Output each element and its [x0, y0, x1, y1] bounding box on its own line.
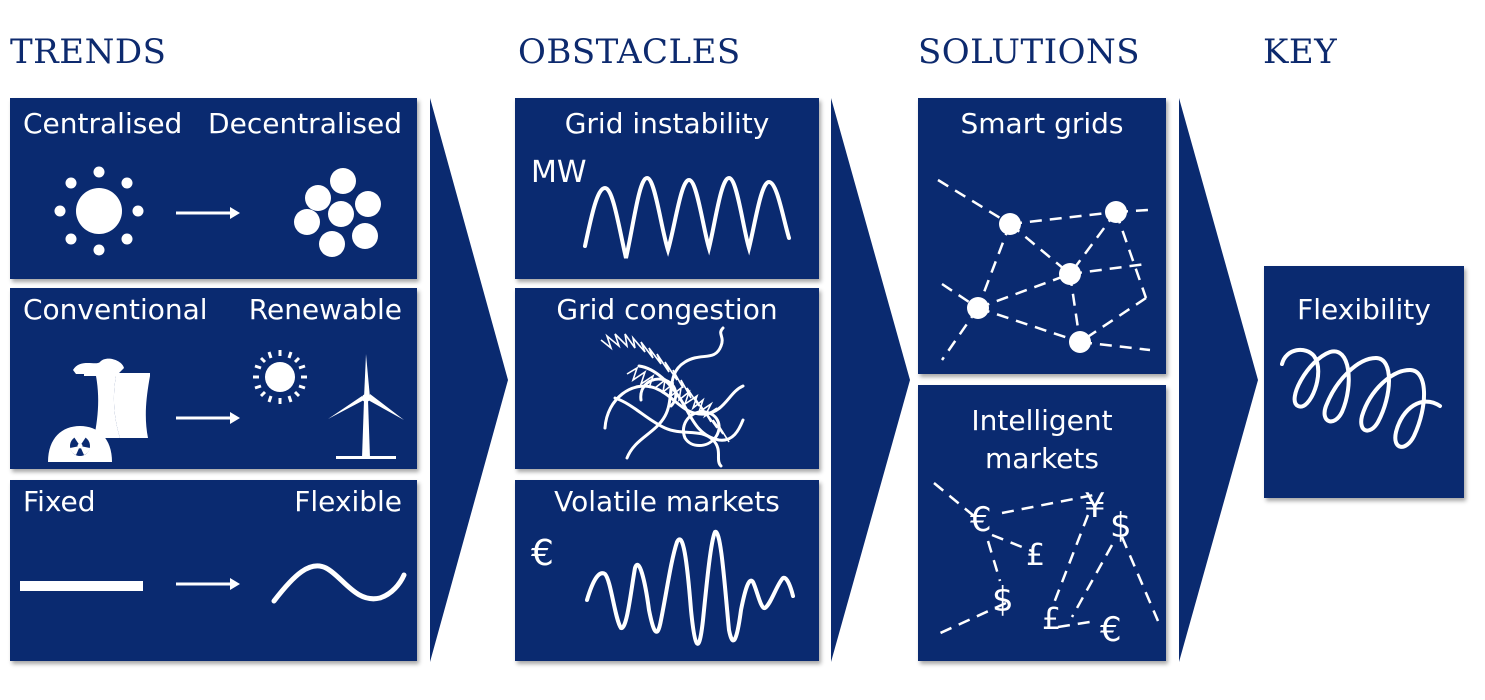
title-grid-congestion: Grid congestion — [556, 293, 778, 326]
centralised-decentralised-graphic — [54, 166, 381, 257]
label-euro: € — [531, 533, 554, 574]
heading-solutions: SOLUTIONS — [918, 32, 1141, 72]
currency-pound-2: £ — [1042, 602, 1062, 637]
trend-panel-centralised: Centralised Decentralised — [10, 98, 417, 279]
smart-grid-network-graphic — [937, 178, 1151, 361]
currency-yen: ¥ — [1084, 486, 1106, 526]
key-panel-flexibility: Flexibility — [1264, 266, 1464, 498]
label-centralised: Centralised — [23, 107, 183, 140]
chevron-arrow-3 — [1179, 98, 1258, 662]
title-grid-instability: Grid instability — [564, 107, 770, 140]
heading-key: KEY — [1263, 32, 1338, 72]
label-decentralised: Decentralised — [208, 107, 402, 140]
volatile-wave-graphic — [585, 529, 795, 646]
solution-panel-smart-grids: Smart grids — [918, 98, 1166, 374]
volatile-wave-icon — [585, 529, 795, 646]
tangled-lines-icon — [603, 326, 745, 468]
wind-turbine-icon — [328, 354, 404, 459]
title-intelligent-markets-line1: Intelligent — [971, 404, 1113, 437]
title-smart-grids: Smart grids — [960, 107, 1124, 140]
solution-panel-intelligent-markets: Intelligent markets € ¥ $ £ $ £ € — [918, 385, 1166, 661]
obstacle-panel-volatile-markets: Volatile markets € — [515, 480, 819, 661]
instability-wave-graphic — [583, 175, 791, 259]
currency-euro-2: € — [1100, 610, 1122, 650]
arrow-right-icon — [176, 412, 240, 424]
oscillation-wave-icon — [583, 175, 791, 259]
label-flexible: Flexible — [294, 485, 402, 518]
title-intelligent-markets-line2: markets — [985, 442, 1099, 475]
market-network-graphic — [933, 482, 1160, 637]
label-mw: MW — [531, 155, 587, 190]
radiation-icon — [70, 435, 90, 456]
arrow-right-icon — [176, 578, 240, 590]
flexible-wave-icon — [271, 563, 407, 604]
title-volatile-markets: Volatile markets — [554, 485, 780, 518]
label-fixed: Fixed — [23, 485, 96, 518]
sun-rays-icon — [253, 350, 307, 404]
congestion-graphic — [600, 326, 745, 468]
arrow-right-icon — [176, 207, 240, 219]
spring-coil-icon — [1280, 347, 1442, 449]
power-plant-icon — [48, 358, 150, 462]
chevron-arrow-1 — [430, 98, 508, 662]
network-node-icons — [967, 201, 1127, 353]
heading-trends: TRENDS — [10, 32, 167, 72]
label-conventional: Conventional — [23, 293, 208, 326]
conventional-renewable-graphic — [48, 350, 404, 462]
trend-panel-fixed: Fixed Flexible — [10, 480, 417, 661]
network-dashed-lines — [937, 178, 1151, 361]
currency-dollar-1: $ — [1110, 506, 1132, 546]
currency-pound-1: £ — [1026, 538, 1046, 573]
distributed-circles-icon — [294, 168, 381, 257]
chevron-arrow-2 — [831, 98, 910, 662]
market-dashed-lines — [933, 482, 1160, 637]
heading-obstacles: OBSTACLES — [518, 32, 741, 72]
obstacle-panel-grid-instability: Grid instability MW — [515, 98, 819, 279]
obstacle-panel-grid-congestion: Grid congestion — [515, 288, 819, 469]
label-renewable: Renewable — [248, 293, 402, 326]
fixed-line-icon — [20, 581, 143, 591]
zigzag-noise-icon — [600, 333, 730, 443]
currency-dollar-2: $ — [992, 580, 1014, 620]
trend-panel-conventional: Conventional Renewable — [10, 288, 417, 469]
title-flexibility: Flexibility — [1297, 293, 1431, 326]
currency-euro-1: € — [970, 500, 992, 540]
fixed-flexible-graphic — [20, 563, 407, 604]
central-sun-icon — [54, 166, 144, 256]
flexibility-spring-graphic — [1280, 347, 1442, 449]
